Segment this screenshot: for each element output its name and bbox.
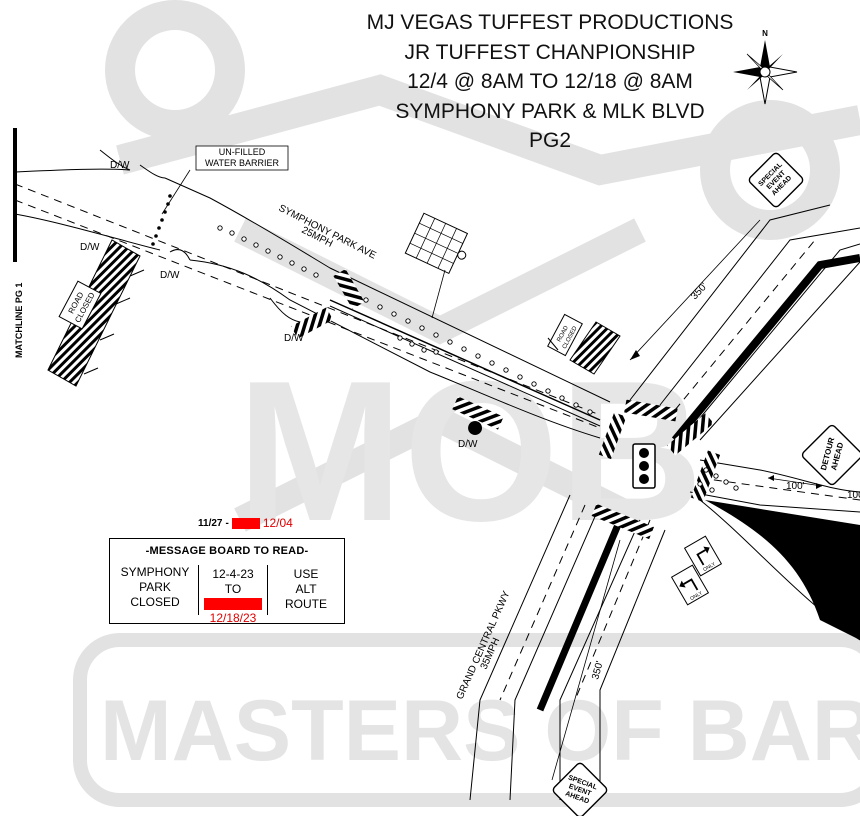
svg-text:D/W: D/W — [160, 270, 180, 281]
title-line-page: PG2 — [528, 129, 572, 152]
svg-text:100': 100' — [786, 481, 805, 492]
revision-new-date: 12/04 — [262, 516, 293, 530]
revision-old-date: 11/27 — [198, 517, 223, 529]
svg-text:D/W: D/W — [284, 333, 304, 344]
road-closed-barricade: ROAD CLOSED — [47, 239, 145, 387]
water-barrier-callout: UN-FILLED WATER BARRIER — [195, 145, 289, 171]
grand-central-pkwy — [469, 204, 860, 801]
solar-message-trailer — [404, 212, 469, 275]
water-barrier-dots — [151, 194, 172, 246]
revision-separator: - — [225, 517, 229, 529]
north-label: N — [762, 29, 768, 38]
message-col-2: 12-4-23 TO — [202, 567, 264, 610]
svg-text:350': 350' — [590, 660, 605, 681]
driveway-labels: D/W D/W D/W D/W D/W — [80, 160, 478, 450]
symphony-park-ave — [14, 149, 611, 439]
special-event-sign-bottom: SPECIAL EVENT AHEAD — [552, 762, 608, 816]
channelizers — [217, 225, 739, 493]
title-line-location: SYMPHONY PARK & MLK BLVD — [395, 99, 705, 123]
traffic-signal — [632, 443, 656, 489]
title-line-event: JR TUFFEST CHANPIONSHIP — [404, 40, 696, 64]
message-board-box: -MESSAGE BOARD TO READ- SYMPHONY PARK CL… — [109, 538, 345, 625]
redaction-mark — [231, 517, 260, 529]
crosswalks — [291, 269, 721, 540]
revision-note: 11/27 - 12/04 — [198, 516, 293, 530]
intersection-barricade: ROAD CLOSED — [547, 313, 621, 375]
special-event-sign-top: SPECIAL EVENT AHEAD — [748, 152, 804, 208]
svg-text:WATER BARRIER: WATER BARRIER — [205, 158, 280, 168]
svg-text:D/W: D/W — [80, 242, 100, 253]
dimension-350-bottom: 350' — [551, 539, 621, 781]
dimension-350-top: 350' — [629, 219, 761, 361]
redaction-mark — [204, 598, 262, 610]
message-col-3: USE ALT ROUTE — [285, 567, 327, 611]
svg-text:100': 100' — [847, 490, 860, 501]
message-revised-date: 12/18/23 — [209, 611, 257, 625]
svg-text:D/W: D/W — [458, 439, 478, 450]
svg-text:D/W: D/W — [110, 160, 130, 171]
svg-text:UN-FILLED: UN-FILLED — [219, 147, 266, 157]
detour-ahead-sign: DETOUR AHEAD — [801, 424, 860, 486]
svg-text:350': 350' — [689, 281, 710, 302]
watermark — [73, 0, 860, 807]
dimension-100: 100' 100' — [767, 475, 860, 501]
north-arrow-icon — [733, 40, 798, 105]
message-col-1: SYMPHONY PARK CLOSED — [120, 565, 190, 609]
message-divider — [198, 565, 199, 615]
matchline-label: MATCHLINE PG 1 — [14, 283, 24, 358]
plan-title-block: MJ VEGAS TUFFEST PRODUCTIONS JR TUFFEST … — [350, 8, 750, 156]
title-line-company: MJ VEGAS TUFFEST PRODUCTIONS — [366, 11, 734, 34]
message-board-heading: -MESSAGE BOARD TO READ- — [145, 545, 309, 557]
title-line-dates: 12/4 @ 8AM TO 12/18 @ 8AM — [407, 70, 693, 93]
message-divider — [267, 565, 268, 615]
watermark-text: MASTERS OF BARRICADES — [100, 683, 860, 779]
